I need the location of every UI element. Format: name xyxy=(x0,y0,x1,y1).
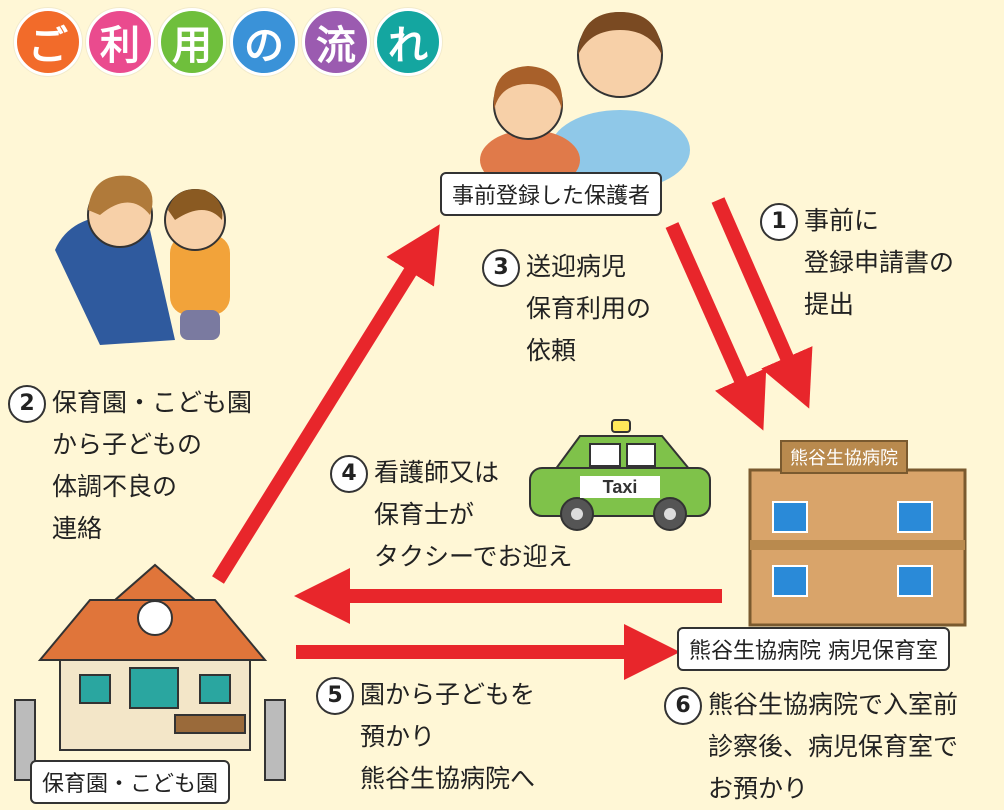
step-number: 1 xyxy=(760,203,798,241)
hospital-sign: 熊谷生協病院 xyxy=(780,440,908,474)
step-text: 送迎病児 xyxy=(526,252,627,281)
title-char-6: れ xyxy=(374,8,442,76)
step-text: 看護師又は xyxy=(374,458,500,487)
title-char-2: 利 xyxy=(86,8,154,76)
hospital-building xyxy=(748,468,967,627)
arrow-3-guardian-to-hospital xyxy=(665,222,767,431)
taxi-illustration: Taxi xyxy=(529,419,711,531)
title-char-1: ご xyxy=(14,8,82,76)
step-text: 熊谷生協病院へ xyxy=(360,764,536,793)
step-text: 保育利用の xyxy=(526,294,652,323)
title-char-3: 用 xyxy=(158,8,226,76)
step-number: 2 xyxy=(8,385,46,423)
nursery-label: 保育園・こども園 xyxy=(30,760,231,804)
taxi-text: Taxi xyxy=(603,477,638,497)
step-number: 3 xyxy=(482,249,520,287)
step-text: タクシーでお迎え xyxy=(374,542,573,571)
step-text: 保育園・こども園 xyxy=(52,388,253,417)
hospital-room-label: 熊谷生協病院 病児保育室 xyxy=(677,627,950,671)
guardian-label: 事前登録した保護者 xyxy=(440,172,663,216)
step-text: 診察後、病児保育室で xyxy=(708,732,959,761)
step-text: 事前に xyxy=(804,206,880,235)
step-text: お預かり xyxy=(708,774,809,803)
arrow-2-nursery-to-guardian xyxy=(212,224,440,584)
step-text: 預かり xyxy=(360,722,436,751)
mother-child-illustration xyxy=(55,175,230,345)
step-text: 依頼 xyxy=(526,336,577,365)
step-text: 体調不良の xyxy=(52,472,178,501)
step-number: 5 xyxy=(316,677,354,715)
step-text: 保育士が xyxy=(374,500,475,529)
step-text: 熊谷生協病院で入室前 xyxy=(708,690,959,719)
step-text: 提出 xyxy=(804,290,855,319)
step-text: 連絡 xyxy=(52,514,103,543)
title: ご 利 用 の 流 れ xyxy=(14,8,442,76)
title-char-4: の xyxy=(230,8,298,76)
step-text: 登録申請書の xyxy=(804,248,955,277)
step-text: 園から子どもを xyxy=(360,680,536,709)
nursery-building xyxy=(14,563,286,782)
step-text: から子どもの xyxy=(52,430,203,459)
parents-illustration xyxy=(480,12,690,190)
step-number: 4 xyxy=(330,455,368,493)
step-number: 6 xyxy=(664,687,702,725)
arrow-1-guardian-to-hospital xyxy=(711,197,813,409)
title-char-5: 流 xyxy=(302,8,370,76)
